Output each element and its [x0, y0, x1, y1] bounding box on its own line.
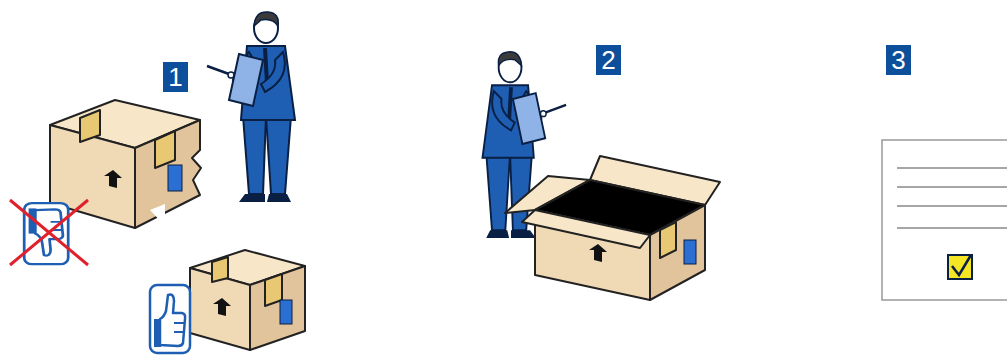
open-box — [505, 156, 720, 300]
callout-number: 2 — [596, 45, 621, 75]
intact-box — [190, 250, 305, 350]
callout-number: 3 — [886, 45, 911, 75]
callout-number: 1 — [163, 62, 188, 92]
damaged-box — [50, 100, 201, 228]
checklist-document — [882, 140, 1007, 300]
